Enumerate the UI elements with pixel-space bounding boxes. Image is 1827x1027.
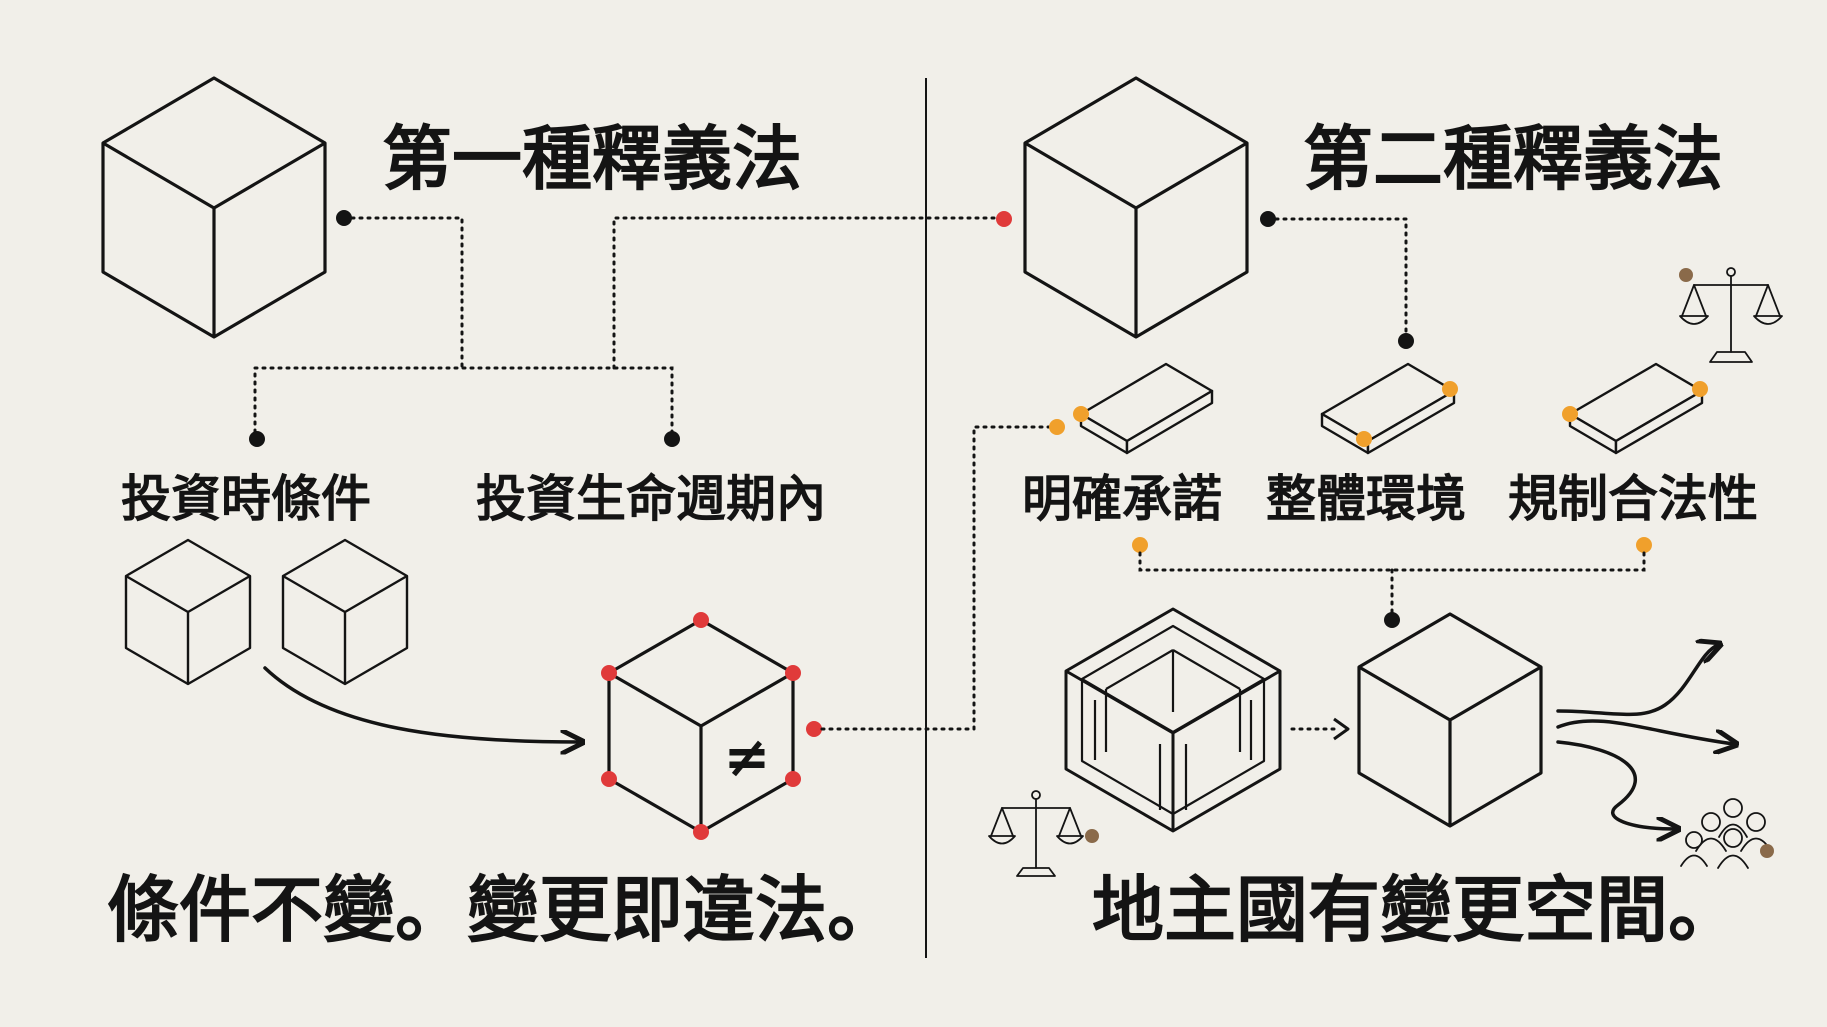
left-main-cube-icon [101, 76, 327, 339]
slab1-orange-dot [1049, 419, 1065, 435]
diverge-arrow-1 [1556, 645, 1718, 717]
right-cube-red-dot [996, 211, 1012, 227]
small-cube-icon-2 [281, 538, 409, 686]
branch-dot-2 [664, 431, 680, 447]
right-caption: 地主國有變更空間。 [1092, 868, 1740, 952]
diverge-arrow-2 [1556, 719, 1734, 744]
left-branch-connector [253, 366, 674, 434]
unequal-to-slab-connector [820, 425, 1054, 731]
right-title: 第二種釋義法 [1303, 118, 1723, 200]
diverge-arrow-3 [1556, 740, 1676, 829]
cross-connector [612, 216, 1005, 370]
scales-icon-top [1679, 267, 1783, 363]
slab-icon-1 [1073, 362, 1214, 455]
branch-dot-1 [249, 431, 265, 447]
branch-label-2: 投資生命週期內 [476, 470, 826, 528]
unequal-cube-red-dot [806, 721, 822, 737]
left-cube-connector [342, 216, 464, 370]
flexible-cube-icon [1357, 612, 1543, 828]
factor-label-1: 明確承諾 [1022, 470, 1222, 528]
unequal-cube-icon [601, 612, 801, 840]
merge-dot-left [1132, 537, 1148, 553]
merge-connector [1138, 551, 1646, 572]
wireframe-cube-icon [1064, 607, 1282, 833]
small-cube-icon-1 [124, 538, 252, 686]
slab-icon-2 [1320, 362, 1458, 455]
right-cube-end-dot [1398, 333, 1414, 349]
left-title: 第一種釋義法 [382, 118, 802, 200]
scales-icon-bottom [988, 790, 1099, 877]
merge-end-dot [1384, 612, 1400, 628]
left-caption: 條件不變。變更即違法。 [107, 868, 899, 952]
right-main-cube-icon [1023, 76, 1249, 339]
unequal-symbol: ≠ [724, 725, 771, 790]
people-group-icon [1680, 798, 1774, 869]
branch-label-1: 投資時條件 [121, 470, 371, 528]
curved-arrow [263, 666, 580, 742]
merge-dot-right [1636, 537, 1652, 553]
factor-label-2: 整體環境 [1266, 470, 1466, 528]
right-cube-connector [1266, 217, 1408, 337]
factor-label-3: 規制合法性 [1508, 470, 1758, 528]
slab-icon-3 [1562, 362, 1708, 455]
dotted-arrow-head [1333, 717, 1350, 741]
